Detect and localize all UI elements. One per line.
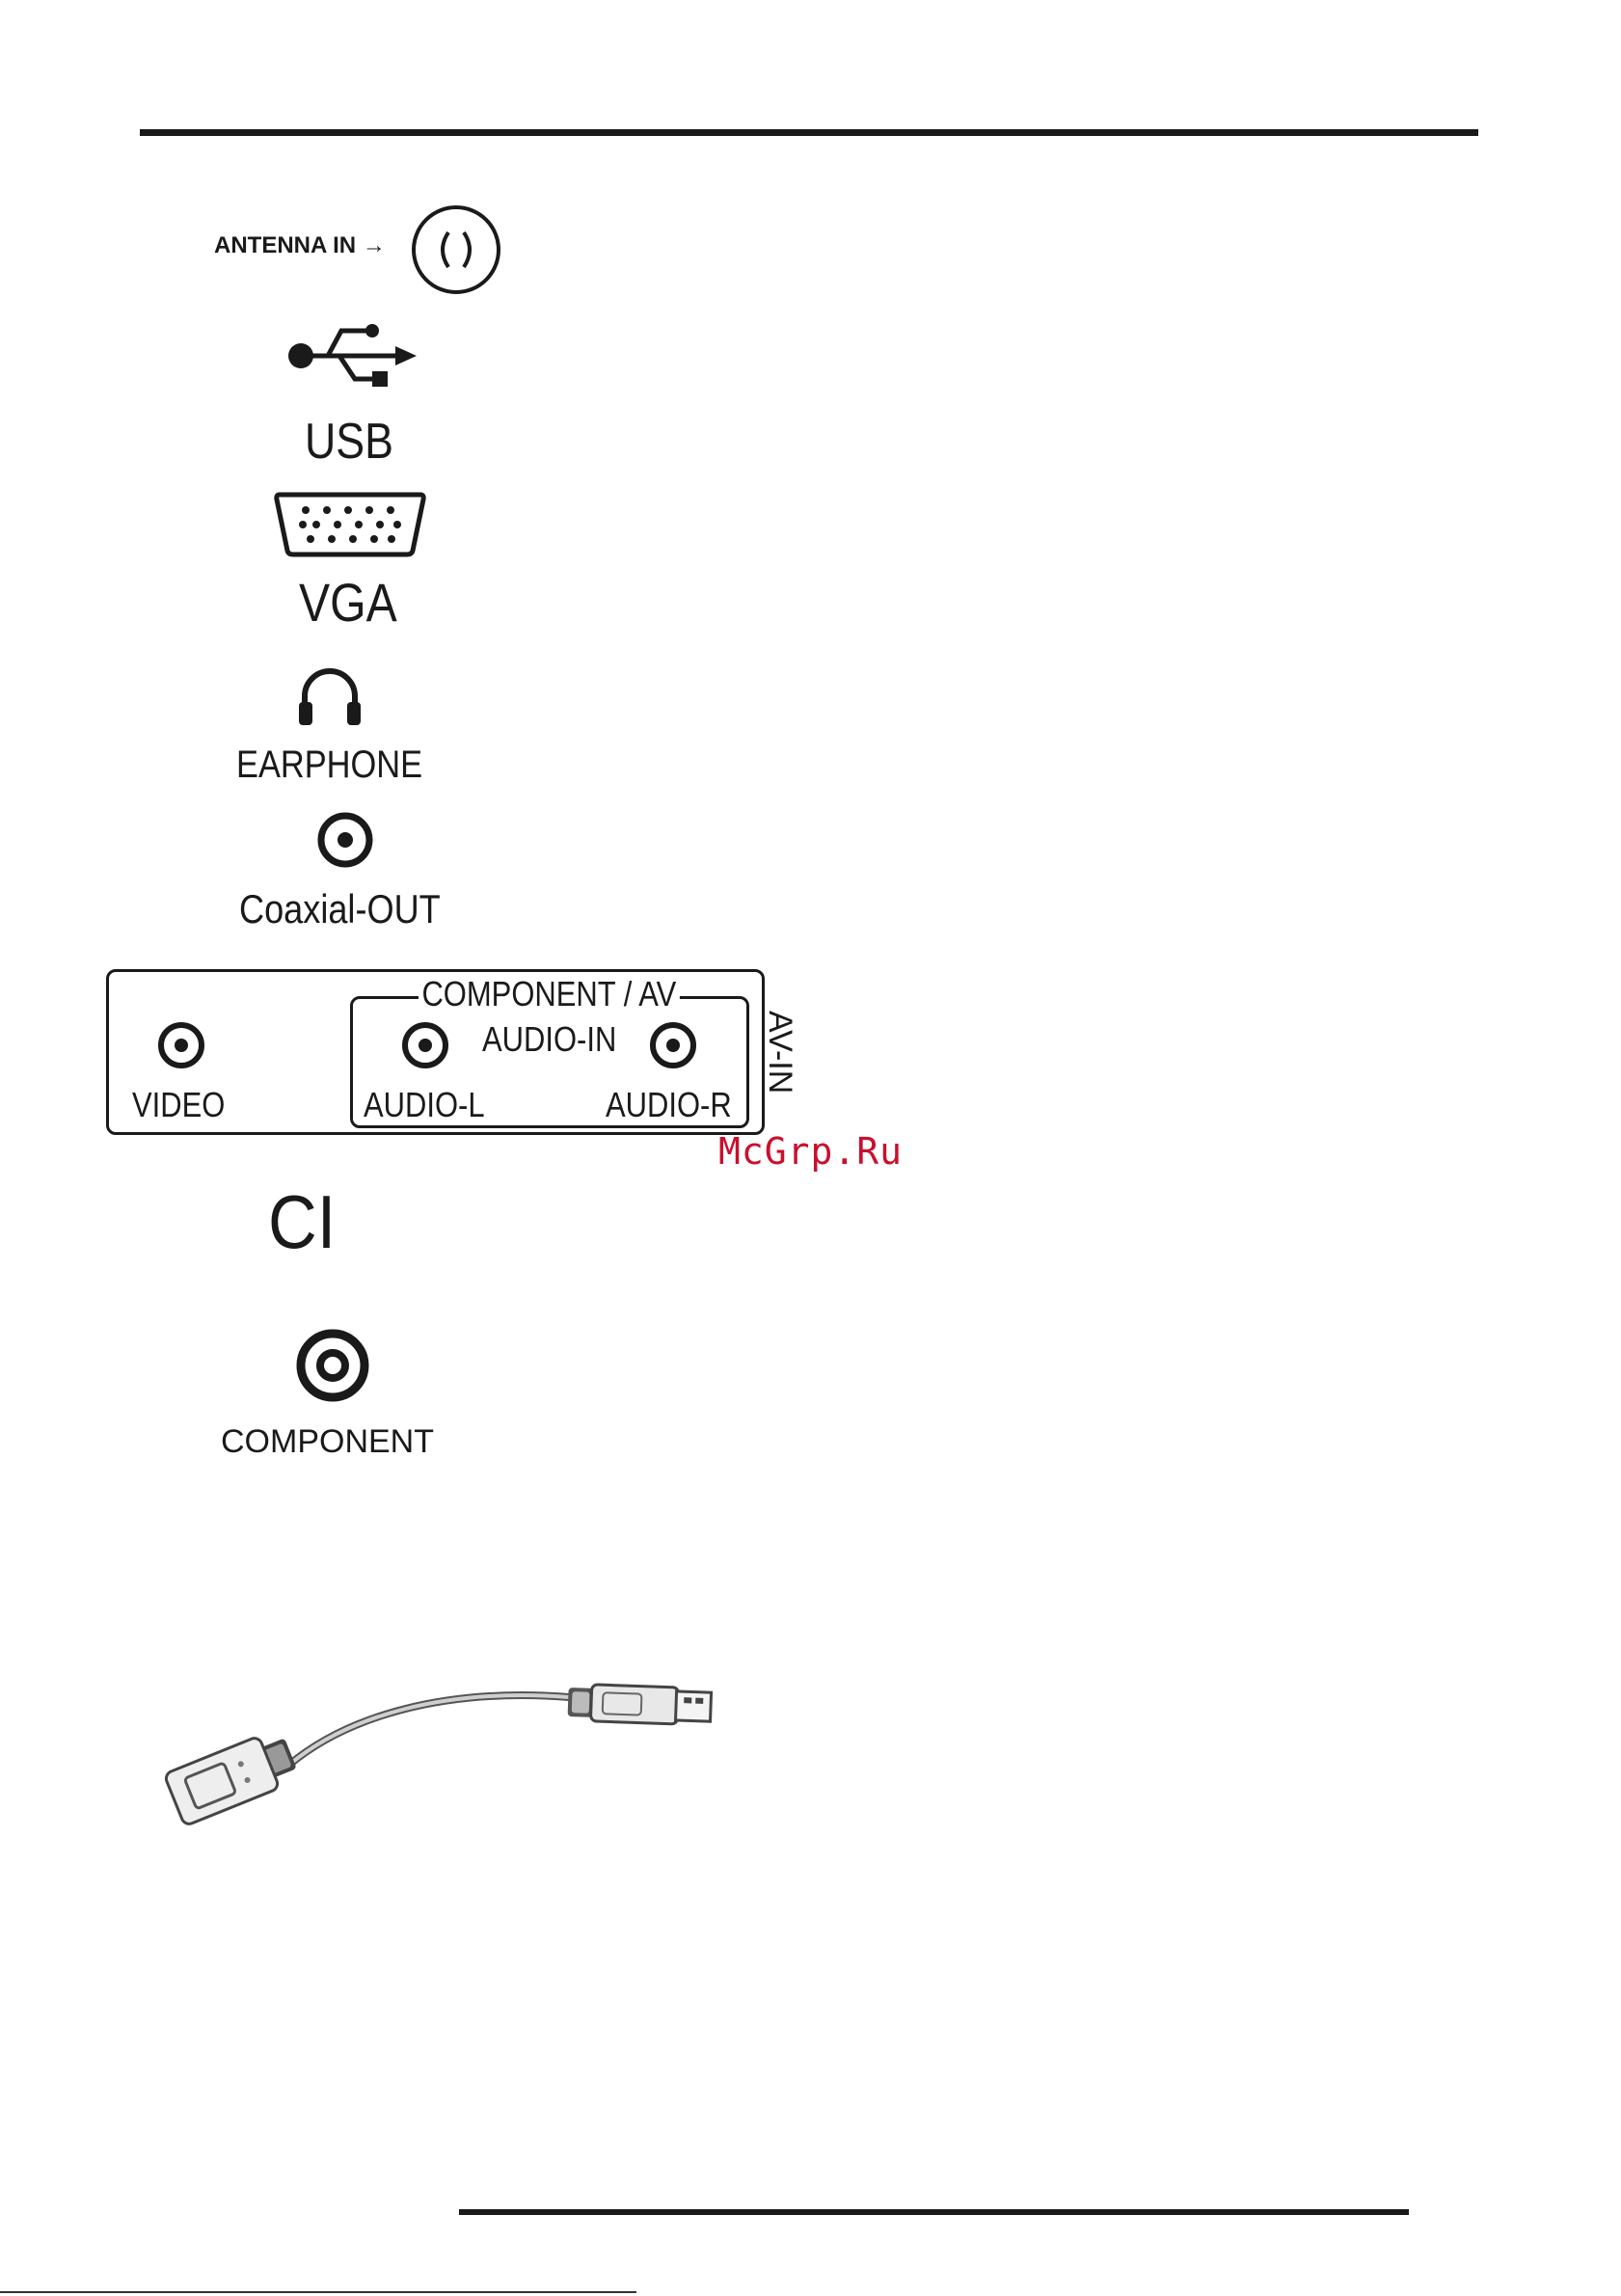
usb-trident-icon [285, 321, 419, 391]
bottom-rule [459, 2209, 1409, 2215]
headphones-icon [295, 665, 365, 729]
component-av-title: COMPONENT / AV [419, 977, 680, 1012]
audio-r-jack-icon [648, 1020, 698, 1070]
vga-port-icon [272, 491, 428, 558]
video-jack-icon [156, 1020, 206, 1070]
antenna-jack-icon [410, 203, 502, 296]
audio-l-label: AUDIO-L [364, 1088, 485, 1122]
watermark: McGrp.Ru [718, 1130, 903, 1173]
top-rule [140, 129, 1478, 136]
usb-label: USB [305, 417, 393, 467]
video-label: VIDEO [132, 1088, 225, 1122]
av-in-side-label: AV-IN [764, 1011, 797, 1094]
ci-label: CI [268, 1184, 336, 1259]
coaxial-out-label: Coaxial-OUT [239, 889, 441, 930]
page-edge-line [0, 2291, 636, 2293]
antenna-label: ANTENNA IN → [214, 234, 386, 257]
audio-l-jack-icon [400, 1020, 450, 1070]
vga-label: VGA [299, 576, 397, 630]
audio-r-label: AUDIO-R [606, 1088, 732, 1122]
component-jack-icon [294, 1327, 371, 1404]
earphone-label: EARPHONE [236, 745, 422, 784]
coaxial-jack-icon [316, 811, 374, 869]
usb-extension-cable-image [154, 1659, 733, 1871]
audio-in-label: AUDIO-IN [482, 1022, 616, 1057]
component-label: COMPONENT [221, 1425, 434, 1458]
